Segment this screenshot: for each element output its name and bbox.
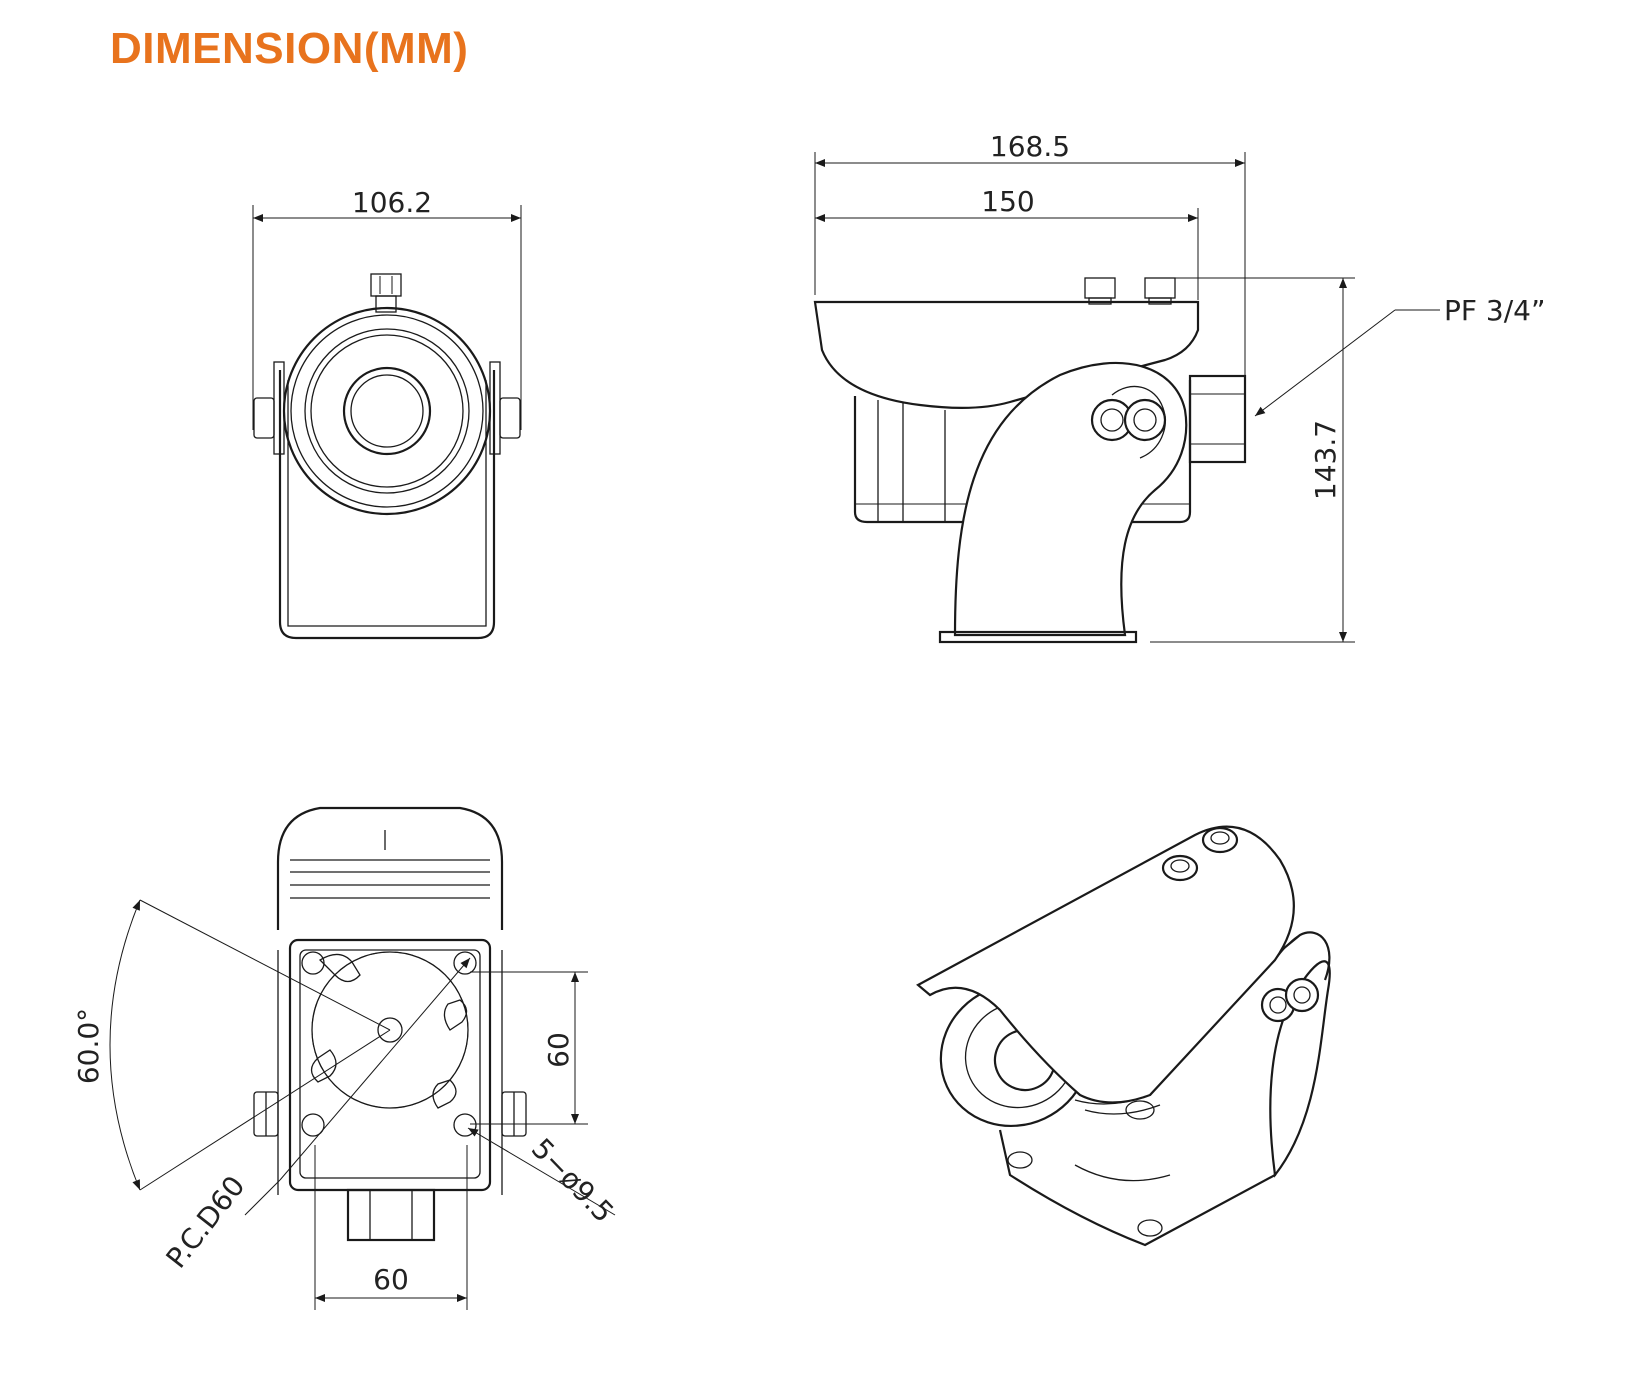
base-view: 60.0° P.C.D60 60 60 5−ø9.5 — [72, 806, 620, 1310]
front-view: 106.2 — [252, 186, 522, 640]
page-title: DIMENSION(MM) — [110, 24, 469, 73]
hole-spacing-vertical-label: 60 — [542, 1032, 575, 1068]
holes-label: 5−ø9.5 — [525, 1132, 620, 1229]
front-width-label: 106.2 — [352, 186, 432, 219]
height-label: 143.7 — [1309, 420, 1342, 500]
hood-length-label: 150 — [981, 185, 1034, 218]
hole-spacing-horizontal-label: 60 — [373, 1263, 409, 1296]
connector-callout: PF 3/4” — [1444, 294, 1545, 327]
isometric-view — [916, 825, 1331, 1247]
side-view: 168.5 150 143.7 PF 3/4” — [813, 130, 1545, 644]
pcd-label: P.C.D60 — [160, 1170, 252, 1275]
angle-label: 60.0° — [72, 1008, 105, 1084]
overall-length-label: 168.5 — [990, 130, 1070, 163]
